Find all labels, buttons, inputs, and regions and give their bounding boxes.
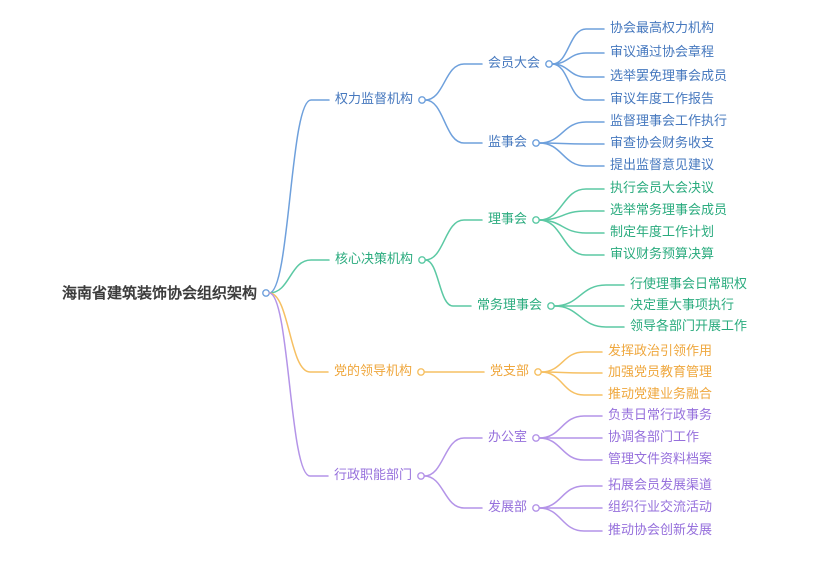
- leaf-node[interactable]: 协会最高权力机构: [610, 21, 715, 36]
- branch-node[interactable]: 监事会: [488, 135, 528, 150]
- link-curve: [538, 507, 603, 532]
- link-curve: [268, 99, 330, 294]
- link-curve: [538, 219, 605, 256]
- collapse-toggle-circle[interactable]: [532, 139, 540, 147]
- link-curve: [551, 63, 605, 101]
- link-curve: [551, 63, 605, 78]
- link-curve: [540, 351, 603, 373]
- leaf-node[interactable]: 拓展会员发展渠道: [608, 478, 713, 493]
- branch-node[interactable]: 权力监督机构: [335, 92, 414, 107]
- link-curve: [268, 292, 329, 373]
- leaf-node[interactable]: 执行会员大会决议: [610, 181, 715, 196]
- branch-node[interactable]: 核心决策机构: [335, 252, 414, 267]
- leaf-node[interactable]: 组织行业交流活动: [608, 500, 713, 515]
- link-curve: [540, 371, 603, 374]
- link-curve: [424, 99, 483, 144]
- branch-node[interactable]: 党的领导机构: [334, 364, 413, 379]
- leaf-node[interactable]: 选举罢免理事会成员: [610, 69, 728, 84]
- link-curve: [424, 63, 483, 101]
- branch-node[interactable]: 发展部: [488, 500, 528, 515]
- branch-node[interactable]: 理事会: [488, 212, 528, 227]
- link-curve: [538, 210, 605, 221]
- leaf-node[interactable]: 推动党建业务融合: [608, 387, 713, 402]
- leaf-node[interactable]: 领导各部门开展工作: [630, 319, 748, 334]
- branch-node[interactable]: 常务理事会: [477, 298, 543, 313]
- leaf-node[interactable]: 推动协会创新发展: [608, 523, 713, 538]
- collapse-toggle-circle[interactable]: [418, 96, 426, 104]
- leaf-node[interactable]: 管理文件资料档案: [608, 452, 713, 467]
- leaf-node[interactable]: 决定重大事项执行: [630, 298, 735, 313]
- link-curve: [551, 28, 605, 65]
- leaf-node[interactable]: 审议通过协会章程: [610, 45, 715, 60]
- branch-node[interactable]: 党支部: [490, 364, 530, 379]
- leaf-node[interactable]: 审议财务预算决算: [610, 247, 715, 262]
- collapse-toggle-circle[interactable]: [547, 302, 555, 310]
- link-curve: [538, 415, 603, 439]
- leaf-node[interactable]: 审查协会财务收支: [610, 136, 715, 151]
- root-node[interactable]: 海南省建筑装饰协会组织架构: [62, 284, 258, 302]
- leaf-node[interactable]: 负责日常行政事务: [608, 408, 713, 423]
- branch-node[interactable]: 行政职能部门: [334, 468, 413, 483]
- collapse-toggle-circle[interactable]: [532, 216, 540, 224]
- link-curve: [553, 305, 625, 328]
- leaf-node[interactable]: 提出监督意见建议: [610, 158, 715, 173]
- link-curve: [538, 121, 605, 144]
- leaf-node[interactable]: 发挥政治引领作用: [608, 344, 713, 359]
- link-curve: [540, 371, 603, 396]
- branch-node[interactable]: 会员大会: [488, 56, 541, 71]
- collapse-toggle-circle[interactable]: [417, 472, 425, 480]
- collapse-toggle-circle[interactable]: [417, 368, 425, 376]
- leaf-node[interactable]: 加强党员教育管理: [608, 365, 713, 380]
- link-curve: [268, 292, 329, 477]
- link-curve: [424, 259, 472, 307]
- link-curve: [538, 188, 605, 221]
- link-curve: [538, 437, 603, 461]
- leaf-node[interactable]: 审议年度工作报告: [610, 92, 715, 107]
- collapse-toggle-circle[interactable]: [545, 60, 553, 68]
- collapse-toggle-circle[interactable]: [262, 289, 270, 297]
- leaf-node[interactable]: 协调各部门工作: [608, 430, 700, 445]
- collapse-toggle-circle[interactable]: [532, 434, 540, 442]
- link-curve: [268, 259, 330, 294]
- branch-node[interactable]: 办公室: [488, 430, 528, 445]
- leaf-node[interactable]: 监督理事会工作执行: [610, 114, 728, 129]
- leaf-node[interactable]: 行使理事会日常职权: [630, 277, 748, 292]
- collapse-toggle-circle[interactable]: [418, 256, 426, 264]
- link-curve: [423, 437, 483, 477]
- collapse-toggle-circle[interactable]: [532, 504, 540, 512]
- link-curve: [538, 142, 605, 167]
- link-curve: [423, 475, 483, 509]
- link-curve: [553, 284, 625, 307]
- link-curve: [424, 219, 483, 261]
- leaf-node[interactable]: 制定年度工作计划: [610, 225, 715, 240]
- link-curve: [551, 52, 605, 65]
- link-curve: [538, 485, 603, 509]
- collapse-toggle-circle[interactable]: [534, 368, 542, 376]
- leaf-node[interactable]: 选举常务理事会成员: [610, 203, 728, 218]
